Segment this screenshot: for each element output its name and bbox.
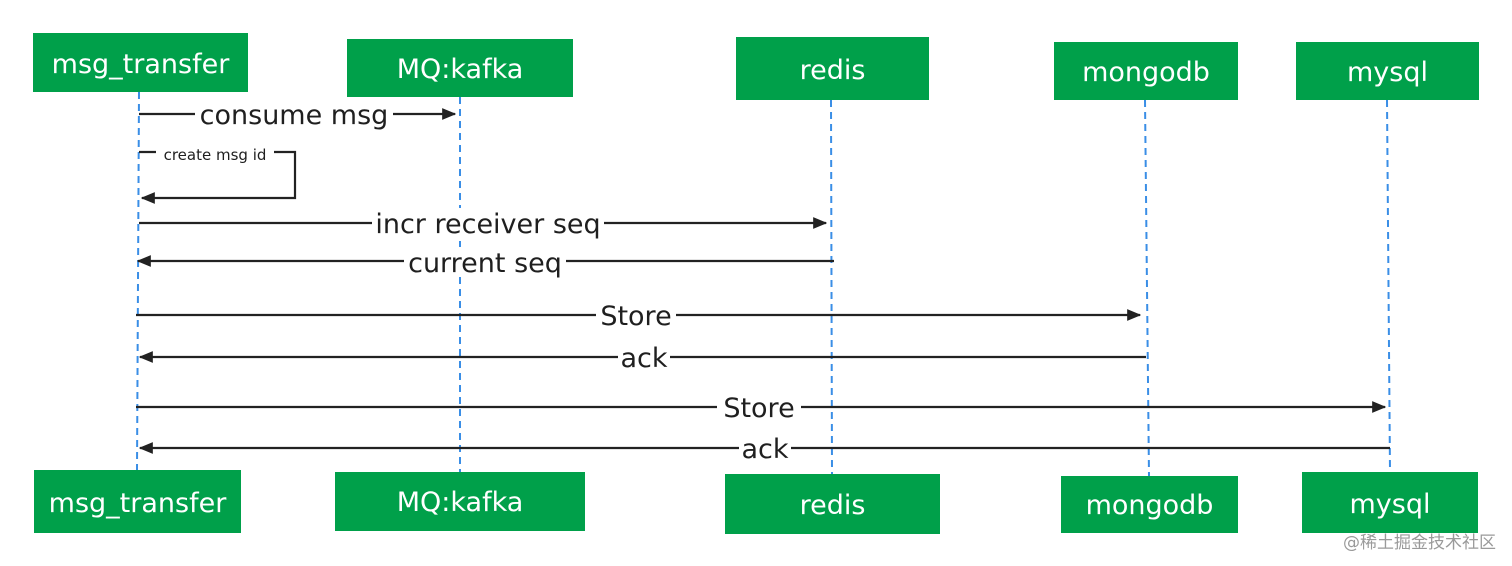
- actor-mongodb-bottom: mongodb: [1061, 476, 1238, 533]
- actor-label: MQ:kafka: [397, 487, 524, 518]
- actor-label: mysql: [1347, 57, 1428, 88]
- lifeline-redis: [830, 99, 833, 475]
- message-label: consume msg: [200, 100, 389, 131]
- message-label: ack: [620, 343, 667, 374]
- lifeline-msg-transfer: [136, 91, 140, 471]
- watermark: @稀土掘金技术社区: [1343, 533, 1496, 553]
- actor-mysql-bottom: mysql: [1302, 472, 1478, 533]
- message-current-seq: current seq: [136, 247, 834, 279]
- actor-kafka-top: MQ:kafka: [347, 39, 573, 97]
- actor-redis-top: redis: [736, 37, 929, 100]
- message-consume-msg: consume msg: [139, 99, 457, 131]
- message-label: incr receiver seq: [375, 209, 600, 240]
- actor-mysql-top: mysql: [1296, 42, 1479, 100]
- message-label: Store: [600, 301, 671, 332]
- message-create-msg-id: create msg id: [139, 143, 297, 204]
- actor-mongodb-top: mongodb: [1054, 42, 1238, 100]
- actor-label: msg_transfer: [52, 49, 231, 80]
- actor-redis-bottom: redis: [725, 474, 940, 534]
- actor-label: mongodb: [1086, 490, 1214, 521]
- message-store-mysql: Store: [136, 392, 1387, 424]
- actor-msg-transfer-top: msg_transfer: [33, 33, 248, 92]
- message-incr-receiver-seq: incr receiver seq: [139, 208, 828, 240]
- message-label: create msg id: [164, 146, 267, 164]
- actors-bottom: msg_transfer MQ:kafka redis mongodb mysq…: [34, 470, 1478, 534]
- message-label: ack: [741, 434, 788, 465]
- actor-label: msg_transfer: [49, 488, 228, 519]
- actor-label: MQ:kafka: [397, 54, 524, 85]
- actor-msg-transfer-bottom: msg_transfer: [34, 470, 241, 533]
- message-ack-mongodb: ack: [138, 342, 1146, 374]
- lifeline-mongodb: [1144, 99, 1150, 477]
- message-ack-mysql: ack: [138, 433, 1390, 465]
- actor-label: redis: [800, 55, 866, 86]
- message-label: current seq: [408, 248, 562, 279]
- actor-label: mongodb: [1082, 57, 1210, 88]
- message-label: Store: [723, 393, 794, 424]
- actor-label: redis: [800, 490, 866, 521]
- actors-top: msg_transfer MQ:kafka redis mongodb mysq…: [33, 33, 1479, 100]
- message-store-mongodb: Store: [136, 300, 1142, 332]
- actor-kafka-bottom: MQ:kafka: [335, 472, 585, 531]
- lifeline-mysql: [1386, 99, 1391, 473]
- messages: consume msg create msg id incr receiver …: [136, 99, 1390, 465]
- actor-label: mysql: [1350, 489, 1431, 520]
